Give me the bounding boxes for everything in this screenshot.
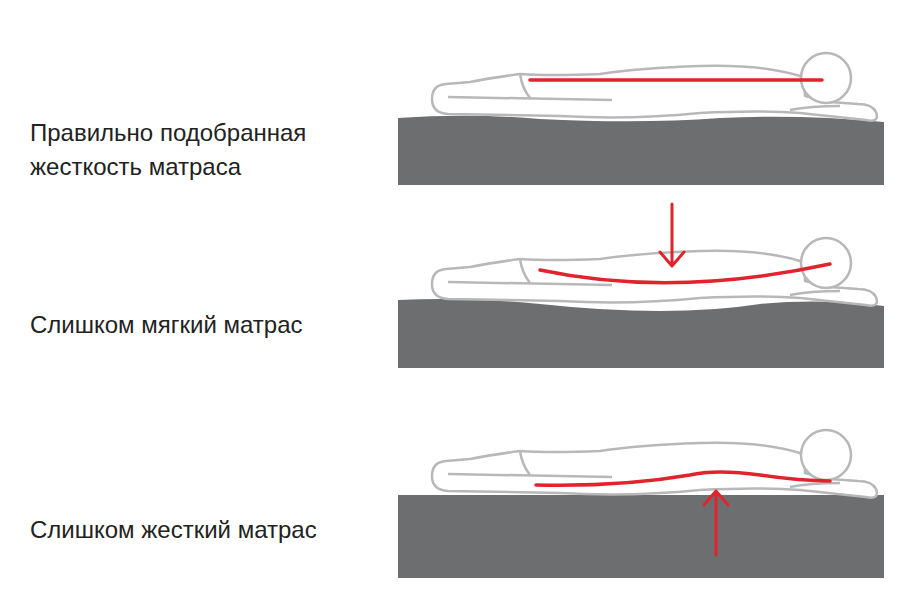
pressure-arrow: [704, 491, 728, 555]
panel-caption: Слишком мягкий матрас: [30, 308, 380, 342]
panel-caption: Правильно подобранная жесткость матраса: [30, 116, 380, 184]
soft-panel: [398, 204, 884, 368]
hard-panel: [398, 430, 884, 578]
pressure-arrow: [660, 204, 684, 266]
panel-caption: Слишком жесткий матрас: [30, 513, 380, 547]
spine-line: [540, 264, 830, 283]
correct-panel: [398, 53, 884, 185]
spine-line: [530, 78, 822, 82]
spine-line: [536, 472, 830, 485]
